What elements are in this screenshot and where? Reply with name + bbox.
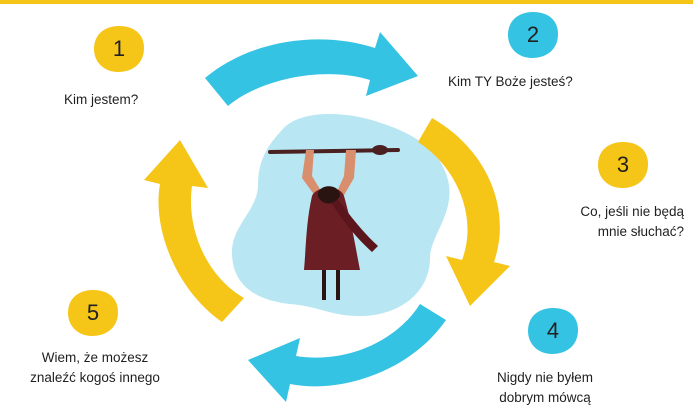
step-1-badge: 1 — [92, 24, 146, 74]
arrow-5-to-1 — [144, 140, 244, 322]
arrow-4-to-5 — [248, 304, 446, 402]
step-5-label-line-2: znaleźć kogoś innego — [30, 370, 160, 385]
step-2-number: 2 — [526, 22, 540, 47]
step-4-number: 4 — [546, 318, 560, 343]
step-5-label: Wiem, że możesz znaleźć kogoś innego — [10, 348, 180, 388]
step-5-label-line-1: Wiem, że możesz — [41, 350, 149, 365]
step-1-label: Kim jestem? — [64, 90, 138, 110]
step-3-number: 3 — [616, 152, 630, 177]
step-4-label: Nigdy nie byłem dobrym mówcą — [470, 368, 620, 408]
step-4-label-line-2: dobrym mówcą — [499, 390, 591, 405]
step-1-number: 1 — [112, 36, 126, 61]
step-4-label-line-1: Nigdy nie byłem — [496, 370, 594, 385]
step-4-badge: 4 — [526, 306, 580, 356]
figure-holding-staff — [268, 145, 400, 300]
step-2-label: Kim TY Boże jesteś? — [448, 72, 573, 92]
step-5-number: 5 — [86, 300, 100, 325]
step-2-label-line-1: Kim TY Boże jesteś? — [448, 74, 573, 89]
arrow-2-to-4 — [418, 118, 510, 306]
arrow-1-to-2 — [205, 32, 418, 106]
step-1-label-line-1: Kim jestem? — [64, 92, 139, 107]
step-3-label-line-1: Co, jeśli nie będą — [580, 204, 684, 219]
top-accent-bar — [0, 0, 693, 4]
step-5-badge: 5 — [66, 288, 120, 338]
step-3-label: Co, jeśli nie będą mnie słuchać? — [536, 202, 684, 242]
step-2-badge: 2 — [506, 10, 560, 60]
step-3-badge: 3 — [596, 140, 650, 190]
step-3-label-line-2: mnie słuchać? — [597, 224, 684, 239]
